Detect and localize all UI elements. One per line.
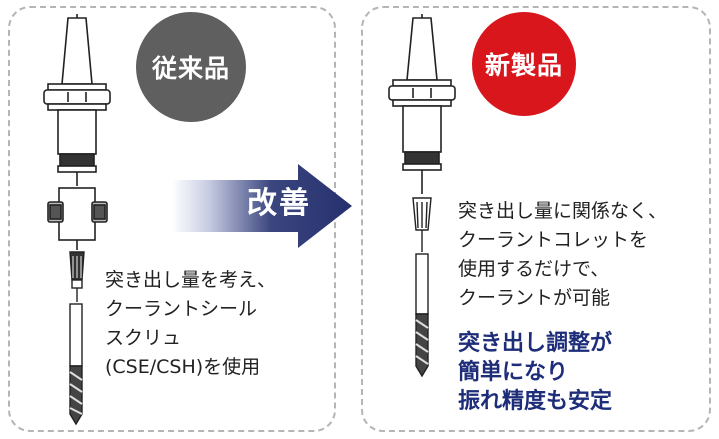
new-product-badge: 新製品	[472, 12, 576, 116]
highlight-line: 突き出し調整が	[458, 331, 613, 356]
description-line: クーラントが可能	[458, 287, 611, 309]
highlight-line: 振れ精度も安定	[458, 389, 613, 414]
description-line: 使用するだけで、	[458, 258, 610, 280]
improvement-label: 改善	[247, 186, 311, 221]
coolant-collet	[412, 197, 432, 252]
conventional-tool-holder	[43, 14, 111, 186]
new-product-description: 突き出し量に関係なく、 クーラントコレットを 使用するだけで、 クーラントが可能	[458, 197, 667, 313]
description-line: 突き出し量に関係なく、	[458, 200, 668, 222]
description-line: (CSE/CSH)を使用	[105, 356, 261, 378]
new-product-panel	[361, 6, 711, 432]
conventional-collet-nut	[47, 187, 108, 250]
new-product-highlight: 突き出し調整が 簡単になり 振れ精度も安定	[458, 329, 612, 416]
conventional-drill	[69, 303, 83, 426]
description-line: クーラントコレットを	[458, 229, 649, 251]
new-tool-holder	[388, 14, 456, 194]
highlight-line: 簡単になり	[458, 360, 569, 385]
new-drill	[415, 253, 429, 378]
description-line: 突き出し量を考え、	[105, 269, 277, 291]
coolant-seal-screw	[69, 251, 85, 302]
improvement-arrow	[172, 164, 352, 248]
conventional-badge: 従来品	[136, 12, 246, 122]
description-line: クーラントシール	[105, 298, 258, 320]
conventional-description: 突き出し量を考え、 クーラントシール スクリュ (CSE/CSH)を使用	[105, 266, 276, 382]
description-line: スクリュ	[105, 327, 182, 349]
